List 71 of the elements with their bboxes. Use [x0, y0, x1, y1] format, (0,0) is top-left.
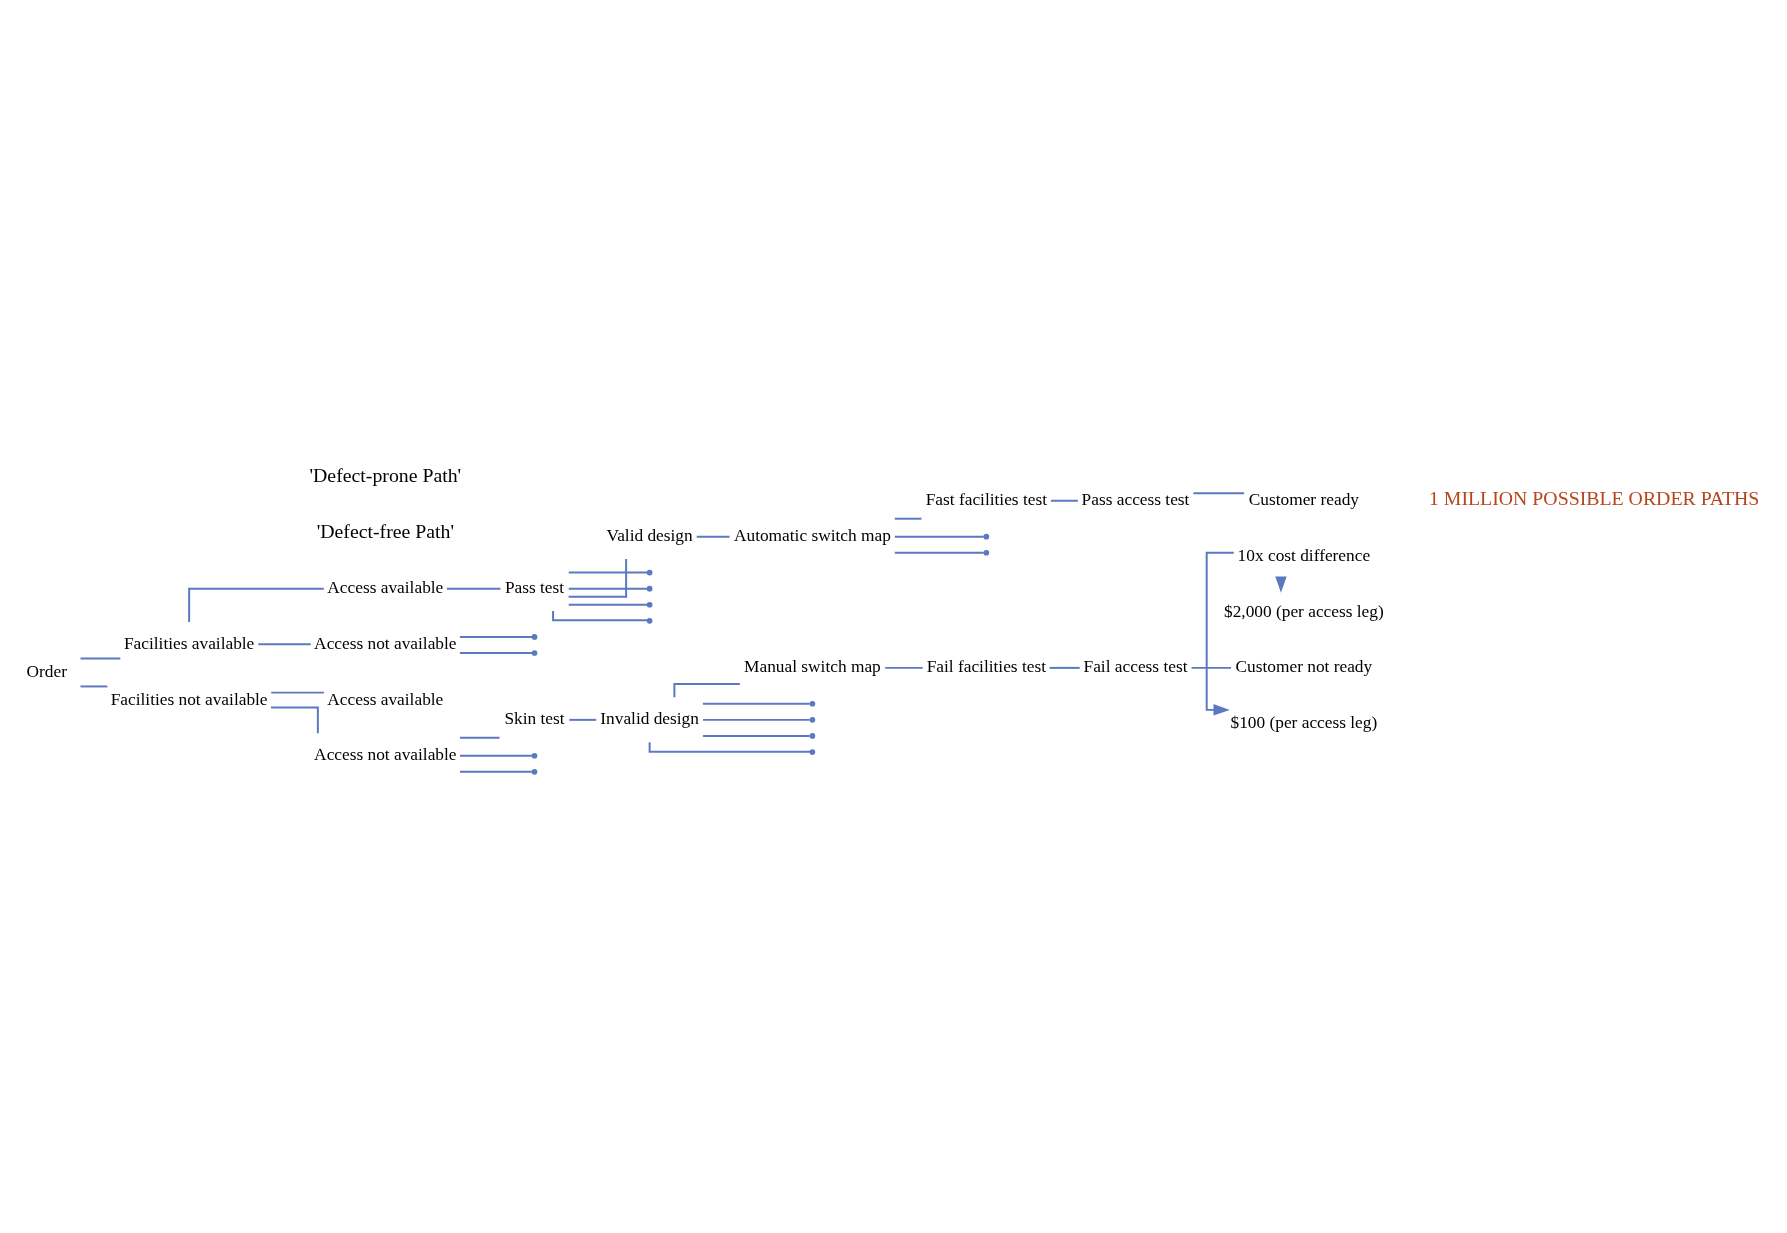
label: 'Defect-free Path' — [316, 519, 455, 542]
node-text: Order — [26, 662, 67, 682]
connector — [458, 754, 533, 757]
node-point — [809, 717, 816, 723]
node-text: 10x cost difference — [1237, 546, 1371, 566]
node-text: Access not available — [314, 745, 457, 765]
node-point — [983, 533, 990, 540]
connector — [1192, 492, 1246, 495]
connector — [695, 535, 731, 538]
connector — [79, 657, 122, 660]
connector — [188, 587, 325, 623]
connector — [257, 643, 312, 646]
node-text: $100 (per access leg) — [1230, 713, 1378, 733]
node-text: Customer not ready — [1235, 657, 1373, 677]
node-text: Valid design — [606, 526, 693, 546]
node-text: Access not available — [314, 633, 457, 653]
node-text: Pass test — [504, 578, 565, 598]
node-point — [646, 585, 653, 592]
node-text: Access available — [327, 689, 444, 709]
arrow — [1205, 551, 1235, 716]
node-point — [809, 700, 816, 707]
node-text: Customer ready — [1248, 490, 1359, 510]
node-text: Pass access test — [1081, 490, 1190, 510]
node-text: $2,000 (per access leg) — [1223, 601, 1384, 621]
node-point — [646, 569, 653, 576]
connector — [701, 702, 811, 705]
node-text: Facilities not available — [110, 689, 268, 709]
connector — [458, 736, 501, 739]
connector — [458, 652, 533, 654]
node-text: Skin test — [504, 709, 565, 729]
node-point — [646, 618, 653, 624]
node-text: Fast facilities test — [925, 490, 1047, 510]
connector — [567, 571, 648, 574]
connector — [552, 610, 649, 622]
connector — [458, 770, 533, 773]
connector — [458, 635, 533, 638]
connector — [673, 683, 741, 699]
connector — [701, 734, 811, 737]
node-point — [531, 650, 538, 656]
connector — [893, 517, 923, 520]
connector — [567, 587, 648, 590]
connector — [1190, 666, 1232, 669]
node-text: Facilities available — [123, 633, 255, 653]
label: 'Defect-prone Path' — [309, 463, 462, 486]
node-point — [531, 752, 538, 759]
connector — [270, 706, 319, 735]
node-point — [983, 549, 990, 556]
connector — [79, 685, 109, 688]
node-text: Manual switch map — [744, 657, 881, 677]
connector — [270, 691, 325, 694]
node-point — [809, 749, 816, 755]
node-text: Automatic switch map — [733, 526, 891, 546]
connector — [884, 666, 924, 669]
node-text: Invalid design — [600, 709, 699, 729]
label: 1 MILLION POSSIBLE ORDER PATHS — [1428, 487, 1760, 510]
node-text: Fail access test — [1083, 657, 1188, 677]
connector — [568, 718, 598, 721]
node-point — [531, 634, 538, 640]
connector — [567, 603, 648, 606]
connector — [893, 551, 985, 554]
connector — [1048, 666, 1081, 669]
connector — [567, 558, 628, 598]
node-point — [646, 601, 653, 608]
connector — [445, 587, 502, 590]
node-point — [809, 733, 816, 739]
node-point — [531, 769, 538, 775]
node-text: Access available — [327, 578, 444, 598]
connector — [893, 535, 985, 538]
connector — [701, 718, 811, 721]
node-text: Fail facilities test — [926, 657, 1047, 677]
connector — [1049, 499, 1079, 502]
